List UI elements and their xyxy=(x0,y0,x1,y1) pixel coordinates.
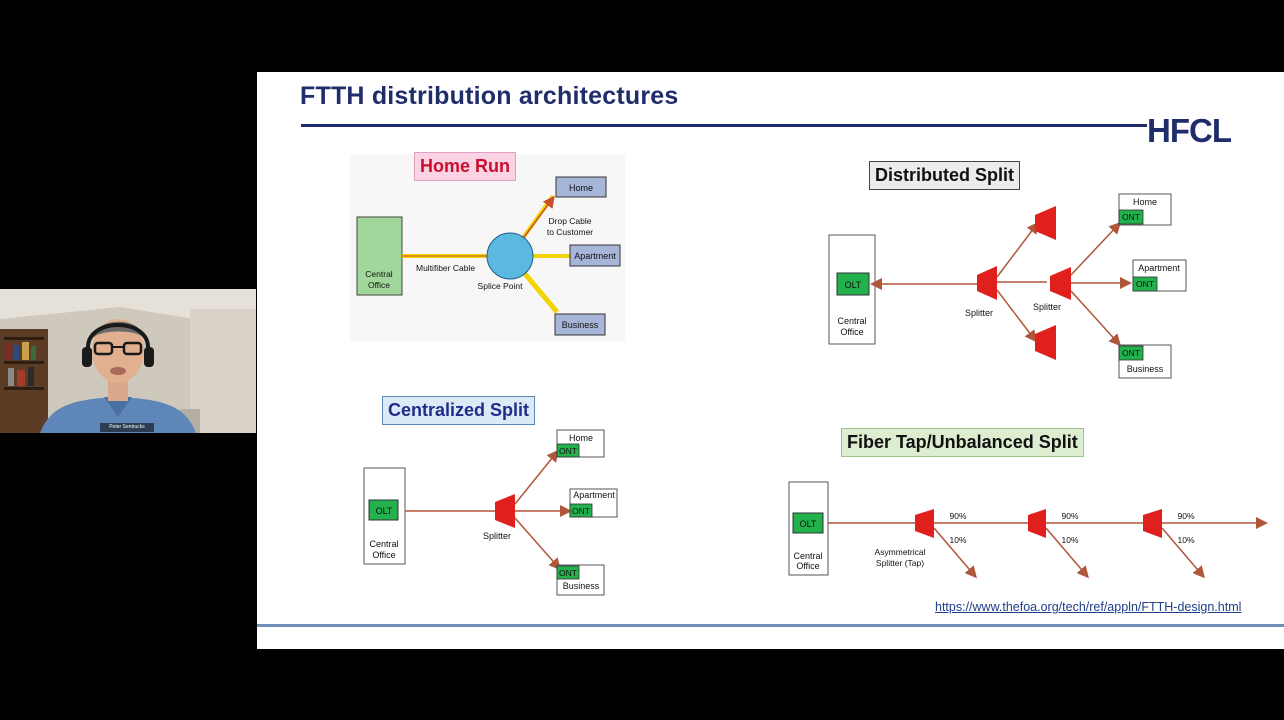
distributed-split-diagram: OLT Central Office Splitter Splitter Hom… xyxy=(828,193,1187,379)
distributed-co-label-1: Central xyxy=(837,316,866,326)
tap-pct-low-2: 10% xyxy=(1061,535,1078,545)
tap-drop-3 xyxy=(1161,527,1205,579)
distributed-business-label: Business xyxy=(1127,364,1164,374)
hfcl-logo: HFCL xyxy=(1147,112,1232,149)
distributed-splitter-1-label: Splitter xyxy=(965,308,993,318)
home-run-splice-label: Splice Point xyxy=(478,281,524,291)
distributed-business-ont-label: ONT xyxy=(1122,348,1140,358)
tap-splitter-2 xyxy=(1028,509,1046,538)
distributed-apartment-label: Apartment xyxy=(1138,263,1180,273)
tap-olt-label: OLT xyxy=(800,519,817,529)
centralized-apartment-ont xyxy=(569,503,593,518)
tap-olt-box xyxy=(792,512,824,534)
centralized-olt-label: OLT xyxy=(376,506,393,516)
distributed-splitter-top xyxy=(1035,206,1056,240)
tap-co-label-2: Office xyxy=(796,561,819,571)
centralized-split-diagram: OLT Central Office Splitter Home ONT Apa… xyxy=(363,429,618,596)
centralized-apartment-box xyxy=(569,488,618,518)
centralized-home-label: Home xyxy=(569,433,593,443)
tap-pct-high-1: 90% xyxy=(949,511,966,521)
home-run-co-label-2: Office xyxy=(368,280,390,290)
tap-splitter-1 xyxy=(915,509,934,538)
distributed-apartment-ont xyxy=(1132,276,1158,292)
distributed-olt-box xyxy=(836,272,870,296)
tap-pct-low-1: 10% xyxy=(949,535,966,545)
centralized-business-label: Business xyxy=(563,581,600,591)
home-run-heading: Home Run xyxy=(414,152,516,181)
home-run-apartment-box xyxy=(569,244,621,267)
tap-co-label-1: Central xyxy=(793,551,822,561)
distributed-drop-home xyxy=(1070,221,1122,276)
centralized-co-label-1: Central xyxy=(369,539,398,549)
diagrams-canvas: Central Office Multifiber Cable Splice P… xyxy=(350,154,1268,596)
slide-title: FTTH distribution architectures xyxy=(300,82,679,110)
centralized-home-ont xyxy=(556,443,580,458)
home-run-splice-point xyxy=(486,232,534,280)
tap-drop-2 xyxy=(1045,527,1089,579)
centralized-drop-home xyxy=(514,449,559,505)
home-run-cable-label: Multifiber Cable xyxy=(416,263,475,273)
home-run-central-office-box xyxy=(356,216,403,296)
distributed-apartment-ont-label: ONT xyxy=(1136,279,1154,289)
centralized-drop-business xyxy=(514,517,561,571)
distributed-branch-up xyxy=(996,221,1039,278)
distributed-drop-business xyxy=(1070,290,1122,347)
distributed-split-heading: Distributed Split xyxy=(869,161,1020,190)
tap-pct-low-3: 10% xyxy=(1177,535,1194,545)
centralized-co-label-2: Office xyxy=(372,550,395,560)
presenter-video-tile[interactable]: Peter Sentrucks xyxy=(0,289,256,433)
presenter-video-frame xyxy=(0,289,256,433)
tap-pct-high-2: 90% xyxy=(1061,511,1078,521)
title-rule xyxy=(301,124,1147,127)
bottom-rule xyxy=(257,624,1284,627)
centralized-splitter xyxy=(495,494,515,528)
centralized-business-ont xyxy=(556,565,580,580)
centralized-home-ont-label: ONT xyxy=(559,446,577,456)
shared-slide: FTTH distribution architectures HFCL Cen… xyxy=(257,72,1284,649)
home-run-home-label: Home xyxy=(569,183,593,193)
home-run-apartment-label: Apartment xyxy=(574,251,616,261)
tap-splitter-3 xyxy=(1143,509,1162,538)
centralized-apartment-ont-label: ONT xyxy=(572,506,590,516)
distributed-branch-down xyxy=(996,289,1037,343)
distributed-splitter-2 xyxy=(1050,267,1071,300)
tap-drop-1 xyxy=(933,527,977,579)
tap-pct-high-3: 90% xyxy=(1177,511,1194,521)
home-run-business-box xyxy=(554,313,606,336)
centralized-olt-box xyxy=(368,499,399,521)
distributed-splitter-1 xyxy=(977,266,997,300)
centralized-split-heading: Centralized Split xyxy=(382,396,536,425)
home-run-diagram: Central Office Multifiber Cable Splice P… xyxy=(350,154,625,342)
home-run-drop-label-2: to Customer xyxy=(547,227,593,237)
distributed-co-label-2: Office xyxy=(840,327,863,337)
fiber-tap-diagram: OLT Central Office 90% 10% 90% 10% 90% 1… xyxy=(788,481,1268,579)
reference-link[interactable]: https://www.thefoa.org/tech/ref/appln/FT… xyxy=(935,600,1242,614)
home-run-business-label: Business xyxy=(562,320,599,330)
distributed-business-ont xyxy=(1118,345,1144,361)
distributed-splitter-bottom xyxy=(1035,325,1056,360)
distributed-olt-label: OLT xyxy=(845,280,862,290)
centralized-splitter-label: Splitter xyxy=(483,531,511,541)
distributed-splitter-2-label: Splitter xyxy=(1033,302,1061,312)
tap-splitter-label-2: Splitter (Tap) xyxy=(876,558,924,568)
centralized-business-ont-label: ONT xyxy=(559,568,577,578)
tap-splitter-label-1: Asymmetrical xyxy=(874,547,925,557)
home-run-drop-label-1: Drop Cable xyxy=(549,216,592,226)
distributed-home-ont xyxy=(1118,209,1144,225)
distributed-home-label: Home xyxy=(1133,197,1157,207)
fiber-tap-heading: Fiber Tap/Unbalanced Split xyxy=(841,428,1084,457)
presenter-name-tag: Peter Sentrucks xyxy=(109,424,145,430)
home-run-home-box xyxy=(555,176,607,198)
home-run-co-label-1: Central xyxy=(365,269,393,279)
distributed-home-ont-label: ONT xyxy=(1122,212,1140,222)
centralized-apartment-label: Apartment xyxy=(573,490,615,500)
